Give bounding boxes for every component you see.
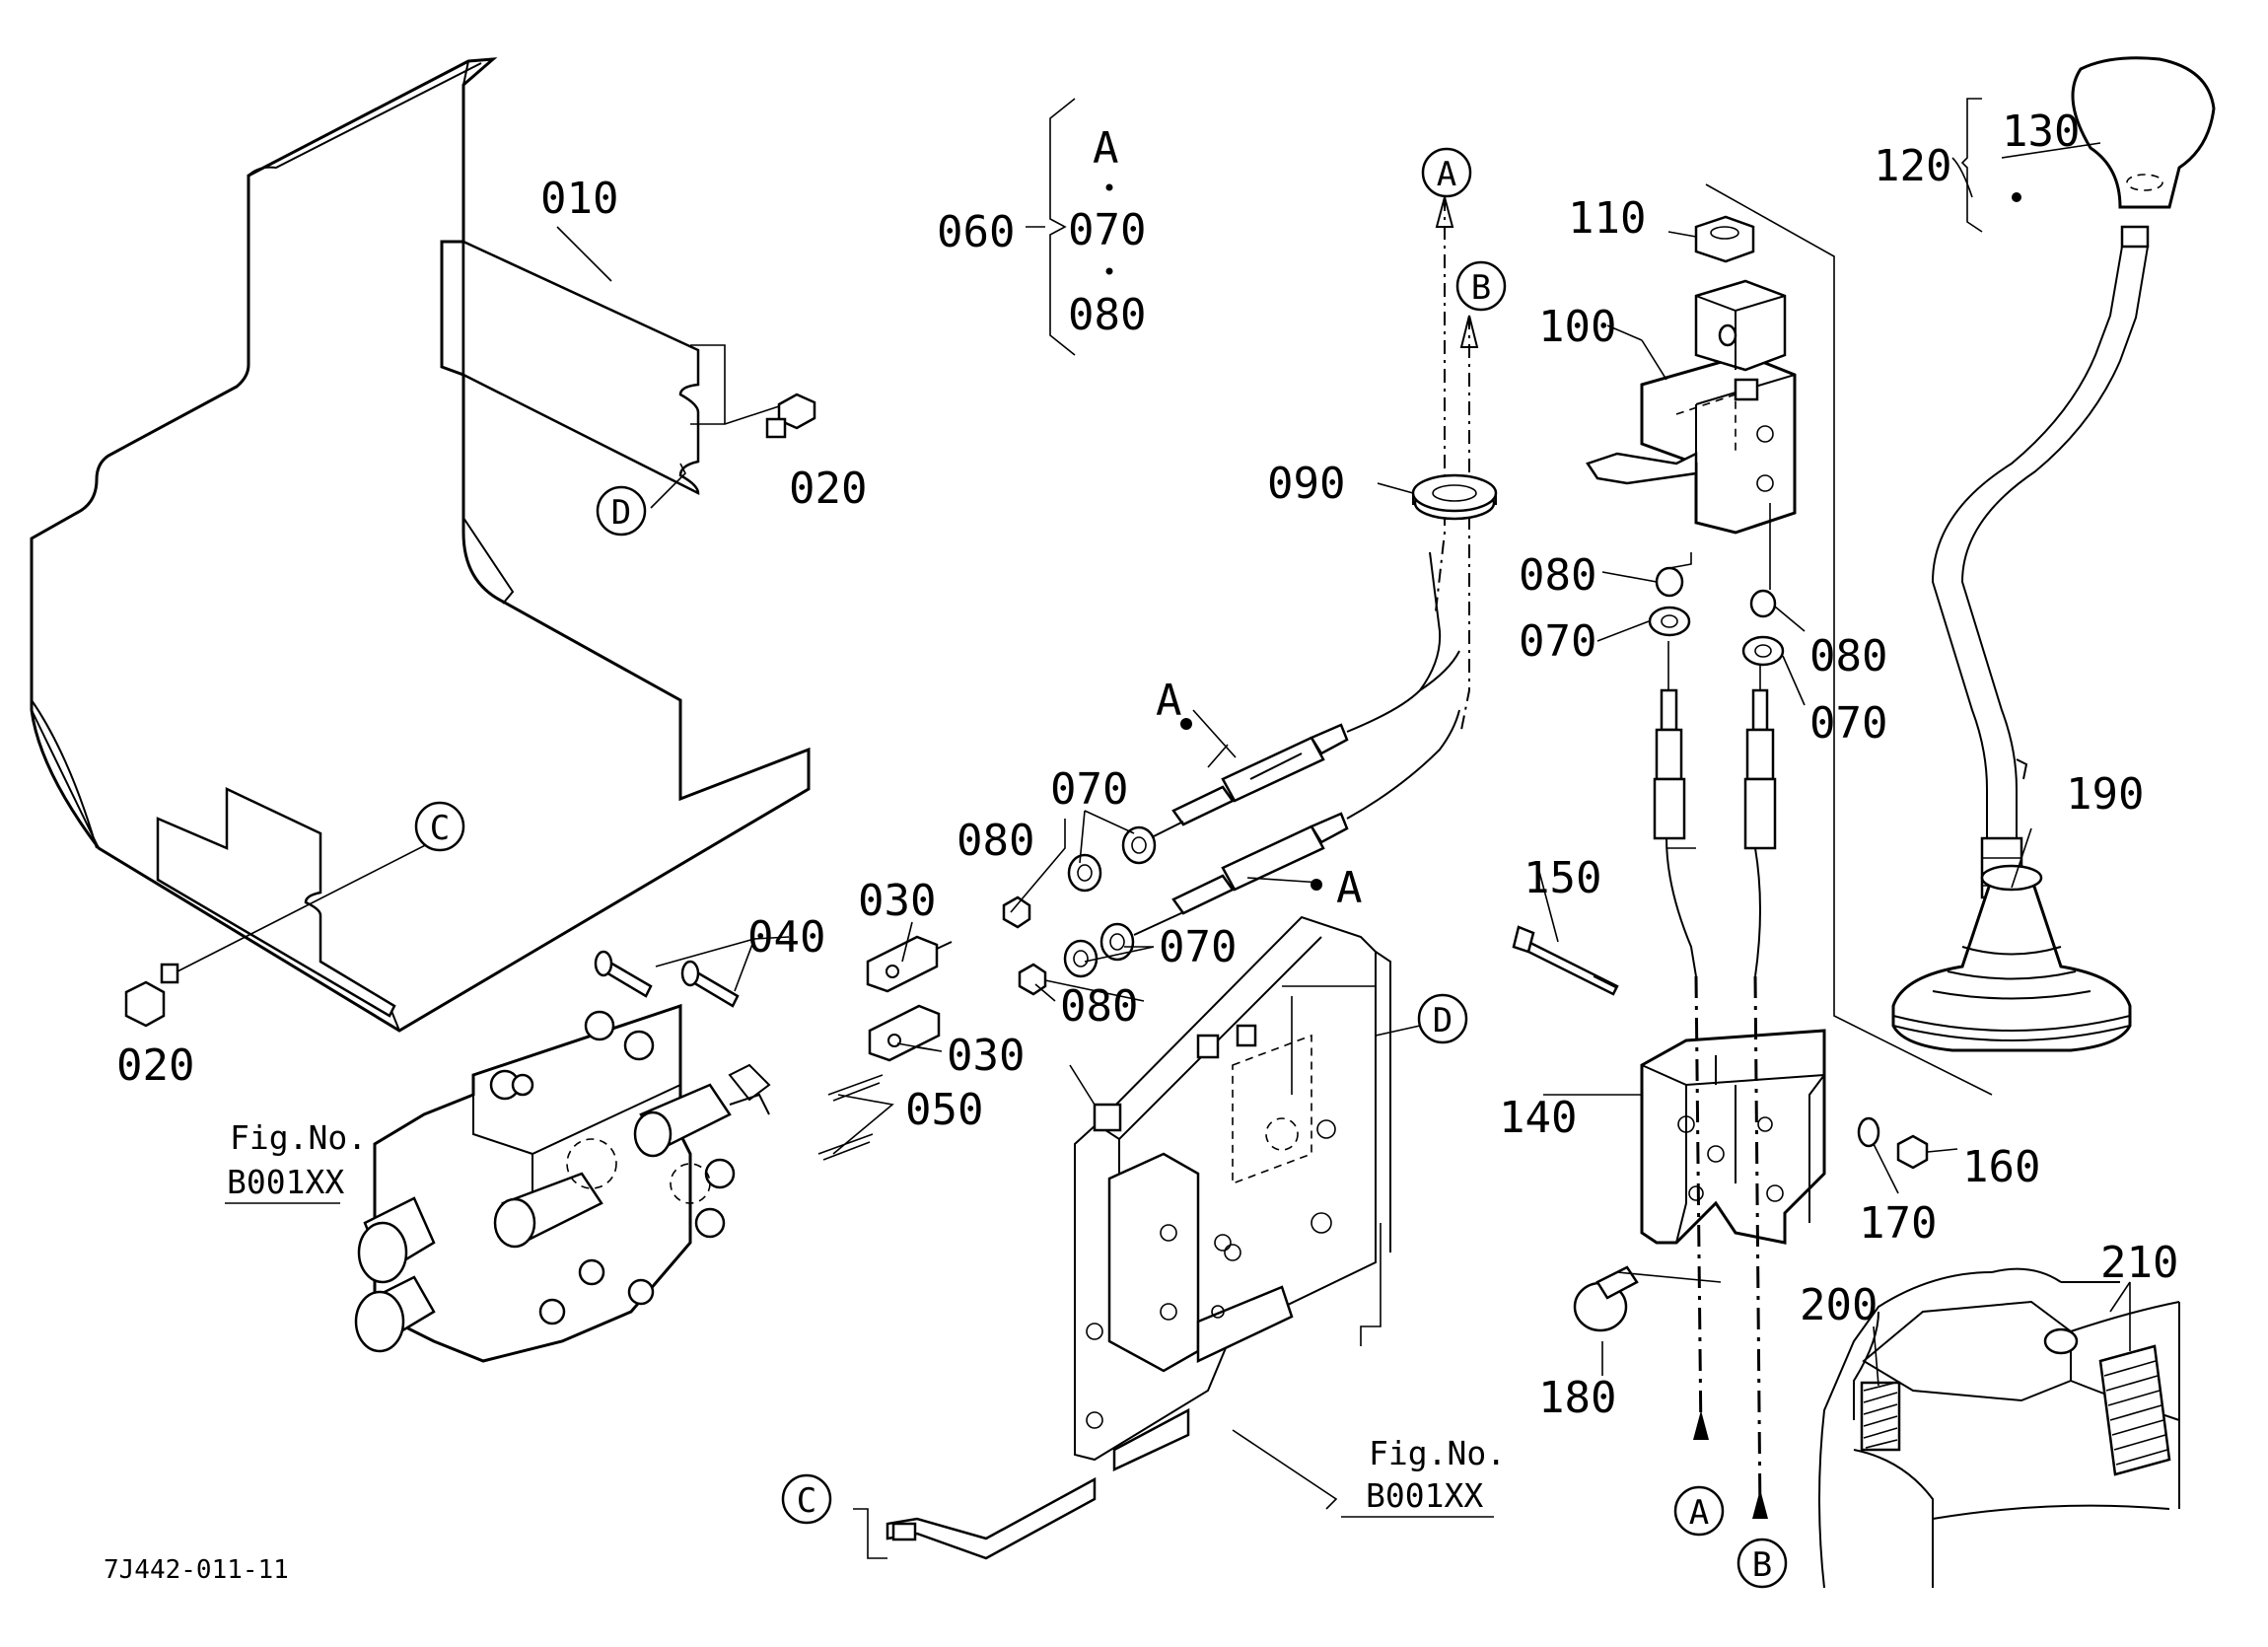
label-group-a: A	[1093, 123, 1119, 174]
label-190: 190	[2066, 769, 2144, 820]
label-200: 200	[1800, 1280, 1878, 1330]
label-210: 210	[2100, 1238, 2178, 1288]
label-070-holder-left: 070	[1519, 616, 1596, 667]
group-bracket-120	[1960, 98, 1983, 233]
label-140: 140	[1499, 1093, 1577, 1143]
fig-ref-right-code: B001XX	[1366, 1476, 1483, 1515]
label-080-lower: 080	[1060, 981, 1138, 1032]
warning-label-210	[2098, 1344, 2171, 1476]
lever-knob-130	[2071, 56, 2216, 209]
label-050: 050	[905, 1085, 983, 1135]
label-120: 120	[1874, 141, 1951, 191]
control-cable-b	[1133, 709, 1460, 936]
label-150: 150	[1524, 853, 1601, 903]
cable-run-lower-b	[1753, 975, 1762, 1520]
cable-holder-100	[1586, 279, 1797, 535]
fig-ref-left-label: Fig.No.	[230, 1118, 367, 1157]
label-070-lower: 070	[1159, 922, 1237, 972]
fig-ref-right-label: Fig.No.	[1369, 1434, 1506, 1472]
label-080-holder-left: 080	[1519, 550, 1596, 601]
label-040: 040	[747, 912, 825, 963]
bolt-020-lower	[124, 963, 179, 1028]
label-080-upper: 080	[957, 816, 1034, 866]
washer-nut-set-upper	[1002, 825, 1157, 929]
connector-a-top: A	[1421, 147, 1472, 198]
warning-label-200	[1860, 1381, 1901, 1452]
label-030-upper: 030	[858, 876, 936, 926]
svg-text:A: A	[1689, 1493, 1709, 1533]
connector-d-right: D	[1417, 993, 1468, 1044]
pin-180	[1573, 1265, 1639, 1332]
label-180: 180	[1538, 1373, 1616, 1423]
fig-ref-left-code: B001XX	[227, 1163, 344, 1201]
label-group-070: 070	[1068, 205, 1146, 255]
label-020-lower: 020	[116, 1040, 194, 1091]
nut-160	[1896, 1134, 1929, 1170]
control-valve	[354, 1003, 771, 1363]
lever-assembly-outline	[1705, 183, 1993, 1096]
cab-corner	[1818, 1267, 2180, 1589]
label-070-upper: 070	[1050, 764, 1128, 815]
lever-boot-190	[1891, 864, 2132, 1052]
svg-text:C: C	[430, 809, 450, 848]
cable-run-lower-a	[1694, 975, 1703, 1441]
label-170: 170	[1859, 1198, 1937, 1249]
nut-110	[1694, 215, 1755, 263]
bolt-020-upper	[765, 393, 816, 439]
clevis-030-upper	[866, 935, 953, 993]
cable-marker-a-upper: A	[1156, 676, 1182, 726]
nut-washer-holder-right	[1741, 589, 1785, 667]
cable-end-left	[1653, 641, 1686, 840]
lever-guide-bracket-140	[1640, 1029, 1826, 1245]
grommet-090	[1411, 473, 1498, 521]
label-020-upper: 020	[789, 464, 867, 514]
group-bracket-060	[1049, 98, 1076, 356]
leader-lines	[177, 142, 2131, 1559]
connector-a-bottom: A	[1673, 1485, 1725, 1537]
pin-040	[594, 950, 740, 1008]
svg-text:D: D	[1433, 1001, 1453, 1040]
label-110: 110	[1568, 193, 1646, 244]
label-130: 130	[2002, 107, 2080, 157]
connector-c-bottom: C	[781, 1473, 832, 1525]
bolt-150	[1512, 925, 1619, 996]
label-030-lower: 030	[947, 1031, 1025, 1081]
connector-d-left: D	[596, 485, 647, 537]
label-group-080: 080	[1068, 290, 1146, 340]
label-070-holder-right: 070	[1809, 698, 1887, 749]
washer-170	[1857, 1116, 1880, 1148]
connector-b-top: B	[1455, 260, 1507, 312]
svg-text:C: C	[797, 1481, 816, 1521]
cable-run-b	[1460, 316, 1470, 731]
clevis-030-lower	[868, 1004, 941, 1062]
drawing-code: 7J442-011-11	[104, 1555, 289, 1585]
label-160: 160	[1962, 1142, 2040, 1192]
nut-washer-holder-left	[1648, 566, 1691, 637]
svg-text:B: B	[1471, 268, 1491, 308]
floor-cover-plate	[30, 57, 811, 1033]
svg-text:D: D	[611, 493, 631, 533]
connector-c-left: C	[414, 801, 465, 852]
label-090: 090	[1267, 459, 1345, 509]
svg-text:B: B	[1752, 1545, 1772, 1585]
control-cable-a	[1153, 551, 1460, 837]
valve-mount-bracket	[886, 915, 1391, 1560]
label-060: 060	[937, 207, 1015, 257]
svg-text:A: A	[1437, 155, 1456, 194]
cotter-pin-050	[817, 1074, 884, 1161]
connector-b-bottom: B	[1736, 1538, 1788, 1589]
label-080-holder-right: 080	[1809, 631, 1887, 681]
cable-end-right	[1743, 651, 1777, 850]
label-010: 010	[540, 174, 618, 224]
label-100: 100	[1538, 302, 1616, 352]
cable-marker-a-lower: A	[1336, 863, 1363, 913]
cable-run-a	[1435, 197, 1446, 612]
